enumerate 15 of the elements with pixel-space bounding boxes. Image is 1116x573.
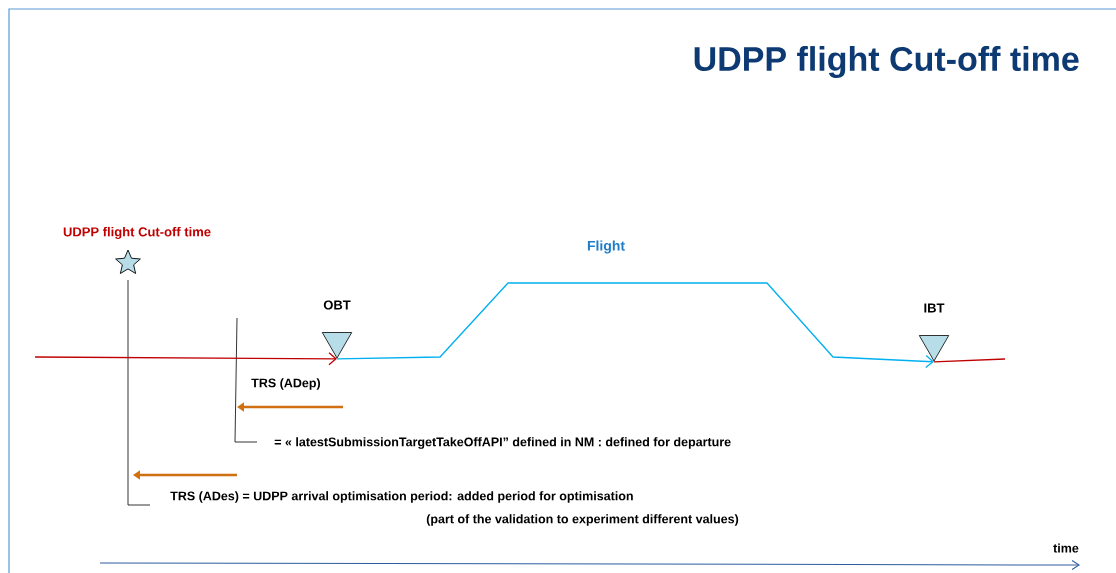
note-text: (part of the validation to experiment different values): [426, 514, 739, 526]
star-marker: [115, 249, 141, 274]
note-text: time: [1053, 543, 1079, 553]
timeline-arrow: [34, 352, 337, 366]
edge-label: Flight: [585, 239, 627, 255]
marker-label: IBT: [924, 303, 945, 313]
marker-label: UDPP flight Cut-off time: [63, 226, 211, 240]
note-text: = « latestSubmissionTargetTakeOffAPI” defined in NM : defined for departure: [274, 437, 731, 449]
marker-label: OBT: [323, 300, 351, 310]
triangle-marker: [918, 335, 950, 362]
triangle-marker: [321, 332, 353, 359]
note-text: TRS (ADes) = UDPP arrival optimisation period: added period for optimisation: [170, 491, 633, 503]
timeline-arrow: [336, 282, 934, 369]
note-text: TRS (ADep): [251, 378, 320, 390]
title: UDPP flight Cut-off time: [694, 46, 1079, 78]
